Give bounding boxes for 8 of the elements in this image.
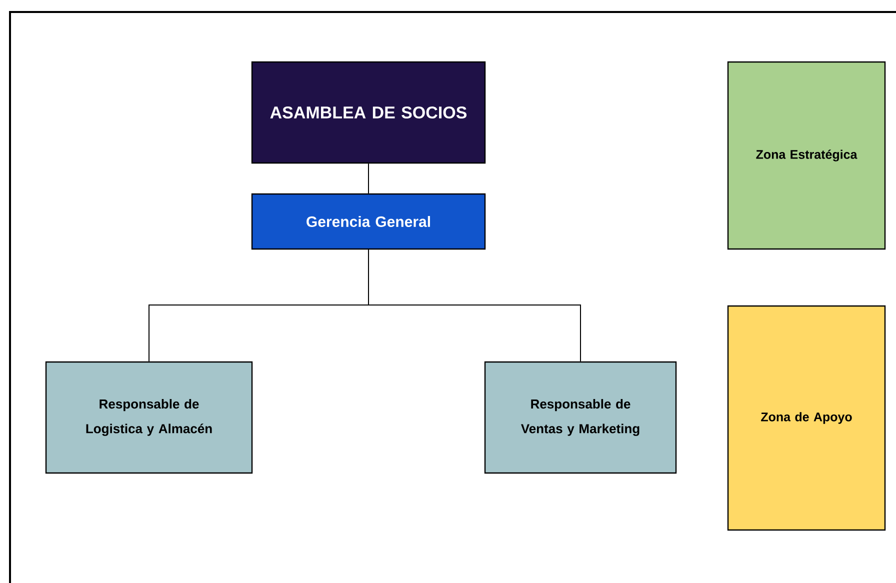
connector-line — [368, 163, 369, 194]
zone-box: Zona Estratégica — [727, 61, 886, 250]
connector-line — [368, 249, 581, 362]
header-box: ASAMBLEA DE SOCIOS — [251, 61, 486, 164]
process-box: Responsable de Ventas y Marketing — [484, 361, 677, 474]
process-box: Gerencia General — [251, 193, 486, 250]
process-box: Responsable de Logistica y Almacén — [45, 361, 253, 474]
zone-box: Zona de Apoyo — [727, 305, 886, 531]
